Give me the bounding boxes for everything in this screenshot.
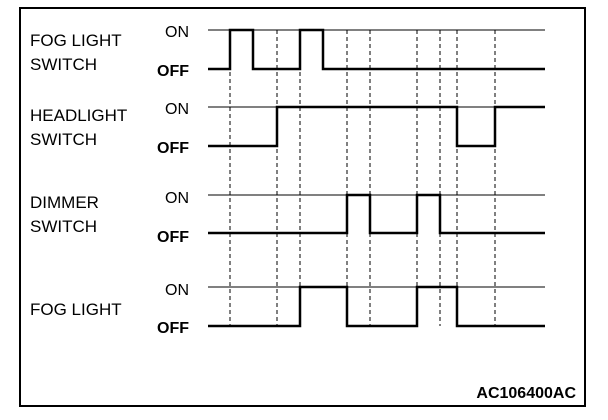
signal-waveform [208, 105, 545, 148]
on-level-label: ON [165, 24, 189, 41]
off-level-label: OFF [157, 140, 189, 157]
signal-label-line-2: SWITCH [30, 55, 97, 74]
signal-row-headlight-switch: HEADLIGHT SWITCH ON OFF [30, 101, 545, 157]
time-guide-lines [229, 30, 496, 326]
off-level-label: OFF [157, 63, 189, 80]
on-level-label: ON [165, 101, 189, 118]
figure-code: AC106400AC [476, 385, 576, 402]
signal-label-line-2: SWITCH [30, 217, 97, 236]
on-level-label: ON [165, 282, 189, 299]
signal-label-line-1: DIMMER [30, 193, 99, 212]
diagram-border [19, 7, 586, 407]
signal-waveform [208, 28, 545, 71]
signal-label-line-1: FOG LIGHT [30, 300, 122, 319]
signal-waveform [208, 193, 545, 235]
off-level-label: OFF [157, 320, 189, 337]
off-level-label: OFF [157, 229, 189, 246]
signal-label-line-1: FOG LIGHT [30, 31, 122, 50]
signal-row-fog-light-switch: FOG LIGHT SWITCH ON OFF [30, 24, 545, 80]
signal-label-line-1: HEADLIGHT [30, 106, 127, 125]
on-level-label: ON [165, 190, 189, 207]
signal-label-line-2: SWITCH [30, 130, 97, 149]
signal-row-dimmer-switch: DIMMER SWITCH ON OFF [30, 190, 545, 246]
signal-row-fog-light: FOG LIGHT ON OFF [30, 282, 545, 337]
signal-waveform [208, 285, 545, 328]
